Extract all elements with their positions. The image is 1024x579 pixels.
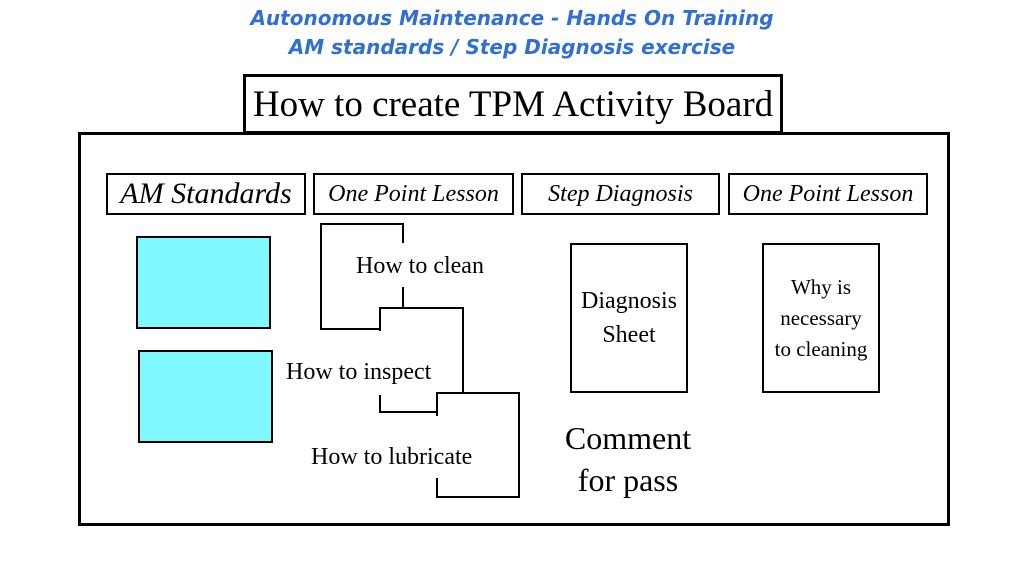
board-title: How to create TPM Activity Board [252,83,774,125]
lesson-how-to-lubricate: How to lubricate [309,443,475,471]
lesson-sheet-2-bottom-edge [379,411,437,413]
tab-one-point-lesson-1: One Point Lesson [313,173,514,215]
lesson-sheet-1-left-edge [320,223,322,330]
lesson-sheet-1-top-edge [320,223,404,225]
am-standard-sheet-2 [138,350,273,443]
comment-line-2: for pass [577,462,679,498]
why-card-line-2: necessary [780,305,862,330]
lesson-sheet-3-left-edge-bottom [436,478,438,498]
lesson-how-to-inspect: How to inspect [284,358,434,386]
why-card-line-1: Why is [790,274,852,299]
training-title: Autonomous Maintenance - Hands On Traini… [250,6,774,30]
lesson-how-to-clean: How to clean [354,252,486,280]
tab-am-standards: AM Standards [106,173,306,215]
exercise-subtitle: AM standards / Step Diagnosis exercise [288,35,736,59]
tab-one-point-lesson-2: One Point Lesson [728,173,928,215]
lesson-sheet-3-top-edge [436,392,520,394]
diagnosis-sheet-line-1: Diagnosis [581,288,677,314]
lesson-sheet-3-right-edge [518,392,520,498]
lesson-sheet-2-top-edge [379,307,464,309]
lesson-sheet-1-bottom-edge [320,328,380,330]
am-standard-sheet-1 [136,236,271,329]
why-card-line-3: to cleaning [774,336,868,361]
why-cleaning-card: Why is necessary to cleaning [762,243,880,393]
lesson-sheet-2-left-edge-bottom [379,395,381,413]
diagnosis-sheet-line-2: Sheet [602,322,656,348]
diagnosis-sheet: Diagnosis Sheet [570,243,688,393]
lesson-sheet-3-bottom-edge [436,496,520,498]
tab-step-diagnosis: Step Diagnosis [521,173,720,215]
lesson-sheet-3-left-edge-top [436,392,438,416]
comment-line-1: Comment [564,420,692,456]
board-title-box [243,74,783,134]
lesson-sheet-2-left-edge-top [379,307,381,331]
comment-for-pass: Comment for pass [540,417,716,501]
lesson-sheet-2-right-edge [462,307,464,393]
lesson-sheet-1-right-edge-top [402,223,404,243]
lesson-sheet-1-right-edge-bottom [402,287,404,307]
